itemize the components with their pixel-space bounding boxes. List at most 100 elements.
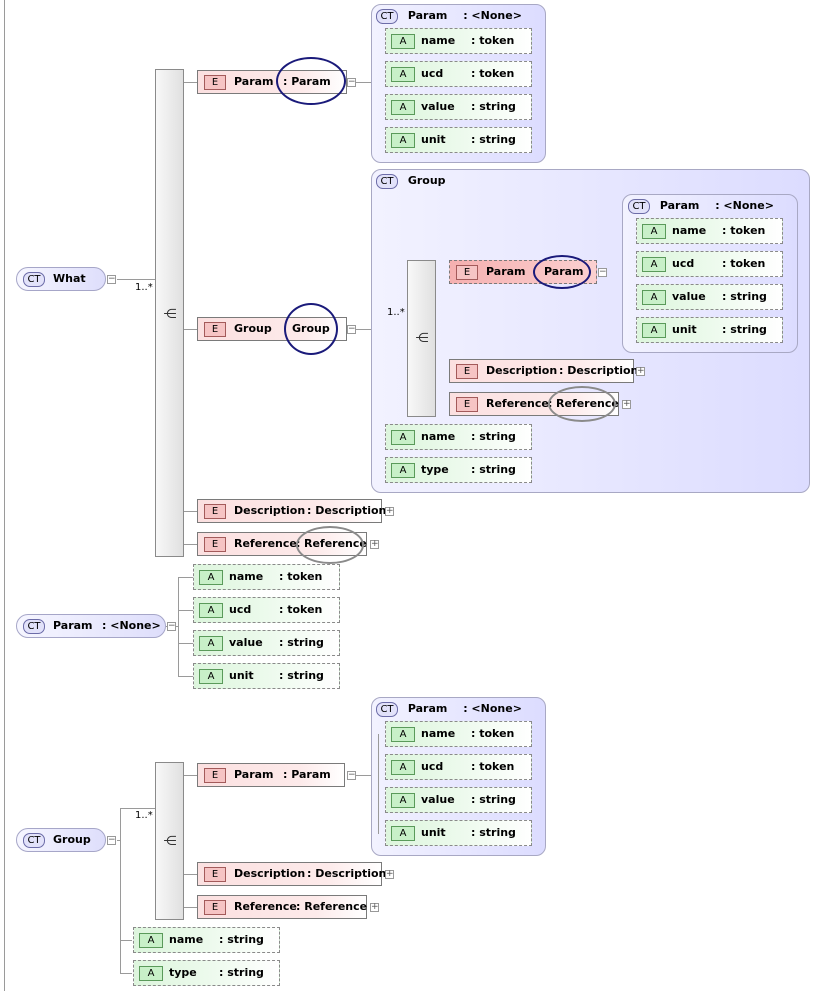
attr-type: : string — [219, 933, 264, 946]
attr-name: value — [672, 290, 706, 303]
attribute[interactable]: A name : token — [636, 218, 783, 244]
element-type: : Description — [307, 504, 387, 517]
attribute[interactable]: A type : string — [133, 960, 280, 986]
inner-param-collapse-toggle[interactable]: − — [598, 267, 607, 277]
attribute[interactable]: A ucd : token — [193, 597, 340, 623]
element-name: Description — [486, 364, 558, 377]
attr-name: name — [421, 430, 456, 443]
attribute[interactable]: A name : token — [385, 28, 532, 54]
attribute[interactable]: A unit : string — [636, 317, 783, 343]
attribute-badge: A — [642, 323, 666, 338]
group-sequence: ⋲ — [155, 762, 184, 920]
attr-type: : string — [471, 463, 516, 476]
attribute[interactable]: A name : token — [193, 564, 340, 590]
inner-cardinality: 1..* — [387, 307, 405, 318]
expand-toggle[interactable]: + — [385, 506, 394, 516]
attribute[interactable]: A value : string — [636, 284, 783, 310]
complex-type-badge: CT — [376, 9, 398, 24]
ct-type: : <None> — [463, 9, 522, 22]
element-badge: E — [204, 537, 226, 552]
attribute[interactable]: A value : string — [385, 94, 532, 120]
annotation-circle-gray — [548, 386, 616, 422]
attribute-badge: A — [642, 257, 666, 272]
attr-name: type — [421, 463, 449, 476]
expand-toggle[interactable]: + — [385, 869, 394, 879]
attribute[interactable]: A name : token — [385, 721, 532, 747]
attr-type: : string — [471, 793, 516, 806]
group-description-element[interactable]: E Description : Description — [197, 862, 386, 886]
attribute[interactable]: A name : string — [133, 927, 280, 953]
attribute-badge: A — [139, 933, 163, 948]
attr-name: unit — [672, 323, 697, 336]
param-collapse-toggle[interactable]: − — [167, 621, 176, 631]
element-name: Reference — [234, 537, 297, 550]
complex-type-badge: CT — [23, 833, 45, 848]
what-description-element[interactable]: E Description : Description — [197, 499, 386, 523]
attr-name: name — [421, 34, 456, 47]
element-name: Param — [234, 75, 274, 88]
element-badge: E — [204, 900, 226, 915]
attribute-badge: A — [199, 669, 223, 684]
attr-type: : token — [471, 67, 515, 80]
attr-name: name — [672, 224, 707, 237]
attribute[interactable]: A value : string — [193, 630, 340, 656]
element-badge: E — [456, 364, 478, 379]
group-collapse-toggle[interactable]: − — [347, 324, 356, 334]
attr-type: : string — [279, 669, 324, 682]
attribute[interactable]: A value : string — [385, 787, 532, 813]
attribute[interactable]: A ucd : token — [636, 251, 783, 277]
complex-type-badge: CT — [23, 272, 45, 287]
attr-name: name — [229, 570, 264, 583]
element-badge: E — [204, 322, 226, 337]
group-title: Group — [53, 833, 91, 846]
attribute-badge: A — [391, 826, 415, 841]
attr-type: : token — [279, 603, 323, 616]
expand-toggle[interactable]: + — [370, 902, 379, 912]
expand-toggle[interactable]: + — [636, 366, 645, 376]
inner-sequence: ⋲ — [407, 260, 436, 417]
what-sequence: ⋲ — [155, 69, 184, 557]
what-collapse-toggle[interactable]: − — [107, 274, 116, 284]
what-complex-type[interactable]: CT What — [16, 267, 106, 291]
attribute[interactable]: A name : string — [385, 424, 532, 450]
group-reference-element[interactable]: E Reference : Reference — [197, 895, 367, 919]
attribute[interactable]: A unit : string — [385, 127, 532, 153]
attribute-badge: A — [391, 793, 415, 808]
attr-type: : string — [219, 966, 264, 979]
param-type-header: CT Param : <None> — [376, 9, 522, 24]
expand-toggle[interactable]: + — [622, 399, 631, 409]
complex-type-badge: CT — [23, 619, 45, 634]
complex-type-badge: CT — [376, 702, 398, 717]
attr-type: : string — [279, 636, 324, 649]
attribute[interactable]: A ucd : token — [385, 61, 532, 87]
param-collapse-toggle[interactable]: − — [347, 77, 356, 87]
expand-toggle[interactable]: + — [370, 539, 379, 549]
attr-type: : token — [279, 570, 323, 583]
attribute[interactable]: A unit : string — [385, 820, 532, 846]
element-badge: E — [456, 265, 478, 280]
group-collapse-toggle[interactable]: − — [107, 835, 116, 845]
attribute-badge: A — [139, 966, 163, 981]
attribute[interactable]: A type : string — [385, 457, 532, 483]
annotation-circle-blue — [284, 303, 338, 355]
group-complex-type[interactable]: CT Group — [16, 828, 106, 852]
attr-type: : string — [471, 100, 516, 113]
sequence-icon: ⋲ — [163, 307, 177, 322]
attr-name: value — [421, 793, 455, 806]
group-param-element[interactable]: E Param : Param — [197, 763, 345, 787]
attr-name: type — [169, 966, 197, 979]
inner-description-element[interactable]: E Description : Description — [449, 359, 638, 383]
param-complex-type[interactable]: CT Param : <None> — [16, 614, 166, 638]
element-name: Reference — [234, 900, 297, 913]
attr-type: : token — [471, 760, 515, 773]
element-type: : Param — [283, 768, 331, 781]
element-badge: E — [204, 768, 226, 783]
attribute[interactable]: A ucd : token — [385, 754, 532, 780]
attribute-badge: A — [642, 290, 666, 305]
param-collapse-toggle[interactable]: − — [347, 770, 356, 780]
element-name: Reference — [486, 397, 549, 410]
attribute[interactable]: A unit : string — [193, 663, 340, 689]
attr-name: unit — [421, 826, 446, 839]
attr-name: name — [169, 933, 204, 946]
param-title: Param — [53, 619, 93, 632]
